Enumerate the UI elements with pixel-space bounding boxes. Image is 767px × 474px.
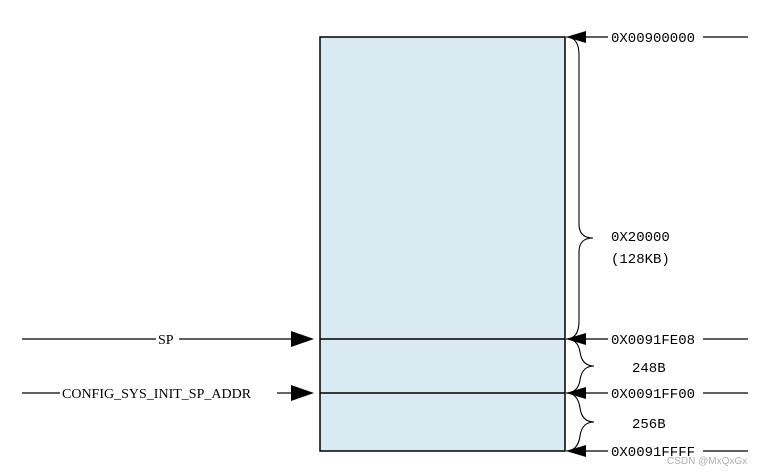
top-address-arrow bbox=[566, 31, 748, 43]
sp-address-arrow bbox=[566, 333, 748, 345]
top-address-label: 0X00900000 bbox=[611, 31, 695, 47]
init-sp-address-label: 0X0091FF00 bbox=[611, 387, 695, 403]
init-sp-address-arrow bbox=[566, 387, 748, 399]
gap2-size-label: 256B bbox=[632, 417, 666, 433]
sp-pointer-label: SP bbox=[158, 333, 174, 348]
init-sp-pointer-arrow bbox=[22, 385, 314, 401]
main-size-hex: 0X20000 bbox=[611, 230, 670, 246]
gap1-brace bbox=[565, 338, 595, 394]
bottom-address-label: 0X0091FFFF bbox=[611, 445, 695, 461]
sp-address-label: 0X0091FE08 bbox=[611, 333, 695, 349]
watermark: CSDN @MxQxGx bbox=[667, 456, 747, 467]
gap1-size-label: 248B bbox=[632, 361, 666, 377]
main-region-brace bbox=[565, 36, 594, 340]
init-sp-pointer-label: CONFIG_SYS_INIT_SP_ADDR bbox=[62, 387, 252, 402]
main-size-kb: (128KB) bbox=[611, 252, 670, 268]
gap2-brace bbox=[565, 392, 595, 452]
bottom-address-arrow bbox=[566, 445, 748, 457]
sp-pointer-arrow bbox=[22, 331, 314, 347]
memory-block bbox=[319, 36, 566, 452]
